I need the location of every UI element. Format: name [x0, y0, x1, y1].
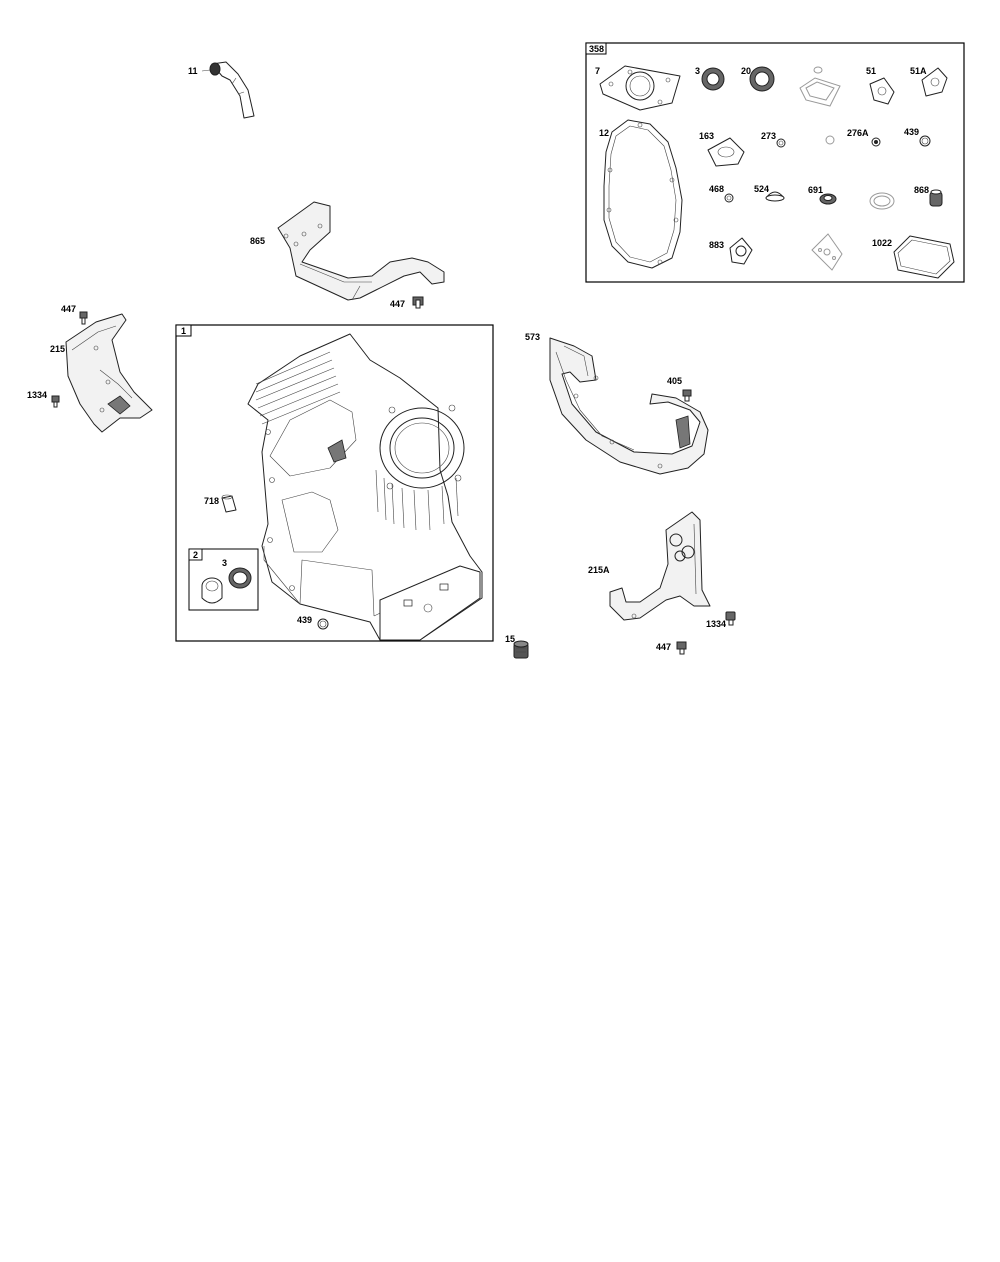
callout-1022: 1022	[872, 238, 892, 248]
valve-cover-gasket-grey	[799, 66, 841, 107]
callout-3-kit: 3	[695, 66, 700, 76]
callout-276A: 276A	[847, 128, 869, 138]
callout-865: 865	[250, 236, 265, 246]
shield-215	[65, 313, 153, 433]
callout-51A: 51A	[910, 66, 927, 76]
washer-276A	[871, 137, 881, 147]
shroud-573	[549, 337, 709, 475]
gasket-51A	[921, 67, 948, 97]
cap-524	[765, 191, 785, 202]
gasket-163	[707, 137, 745, 167]
washer-468	[724, 193, 734, 203]
callout-718: 718	[204, 496, 219, 506]
ring-grey	[869, 192, 895, 210]
crankcase-gasket	[603, 119, 683, 269]
callout-11: 11	[188, 66, 198, 76]
oil-seal-20	[749, 66, 775, 92]
bolt-1334-left	[51, 395, 60, 408]
callout-691: 691	[808, 185, 823, 195]
engine-block	[247, 333, 483, 641]
callout-524: 524	[754, 184, 769, 194]
callout-439-kit: 439	[904, 127, 919, 137]
bolt-447-left	[79, 311, 88, 325]
engine-block-box: 1	[175, 324, 494, 642]
callout-405: 405	[667, 376, 682, 386]
callout-868: 868	[914, 185, 929, 195]
callout-51: 51	[866, 66, 876, 76]
washer-grey	[825, 135, 835, 145]
breather-hose	[209, 61, 255, 119]
gasket-51	[869, 77, 895, 105]
callout-215A: 215A	[588, 565, 610, 575]
gasket-1022	[893, 235, 955, 279]
callout-215: 215	[50, 344, 65, 354]
callout-7: 7	[595, 66, 600, 76]
bolt-405	[682, 389, 692, 402]
callout-447-right: 447	[656, 642, 671, 652]
head-gasket	[599, 65, 681, 111]
callout-468: 468	[709, 184, 724, 194]
callout-20: 20	[741, 66, 751, 76]
plug-15	[513, 640, 529, 659]
leader-11	[201, 69, 211, 72]
callout-3-bearing: 3	[222, 558, 227, 568]
callout-573: 573	[525, 332, 540, 342]
gasket-kit-box: 358 7 3 20 51	[585, 42, 965, 283]
bolt-447-right	[676, 641, 687, 655]
gasket-grey-triangle	[811, 233, 843, 271]
seal-691	[819, 193, 837, 205]
dowel-pin-718	[221, 494, 237, 513]
callout-447-left: 447	[61, 304, 76, 314]
bolt-1334-right	[725, 611, 736, 626]
valve-seal-868	[929, 189, 943, 207]
callout-15: 15	[505, 634, 515, 644]
bolt-447-bracket	[412, 296, 424, 309]
callout-1334-right: 1334	[706, 619, 726, 629]
bracket-865	[277, 201, 445, 301]
seal-439-kit	[919, 135, 931, 147]
gasket-883	[729, 237, 753, 265]
bearing-sleeve	[201, 577, 223, 604]
shield-215A	[609, 511, 711, 621]
block-box-label: 1	[181, 326, 186, 336]
callout-439-block: 439	[297, 615, 312, 625]
oil-seal-3	[701, 67, 725, 91]
callout-1334-left: 1334	[27, 390, 47, 400]
seal-439-block	[317, 618, 329, 630]
callout-273: 273	[761, 131, 776, 141]
bearing-box: 2 3	[188, 548, 259, 611]
oil-seal-3-bearing	[228, 567, 252, 589]
kit-box-label: 358	[589, 44, 604, 54]
callout-12: 12	[599, 128, 609, 138]
callout-883: 883	[709, 240, 724, 250]
washer-273	[776, 138, 786, 148]
bearing-box-label: 2	[193, 550, 198, 560]
callout-163: 163	[699, 131, 714, 141]
callout-447-bracket: 447	[390, 299, 405, 309]
